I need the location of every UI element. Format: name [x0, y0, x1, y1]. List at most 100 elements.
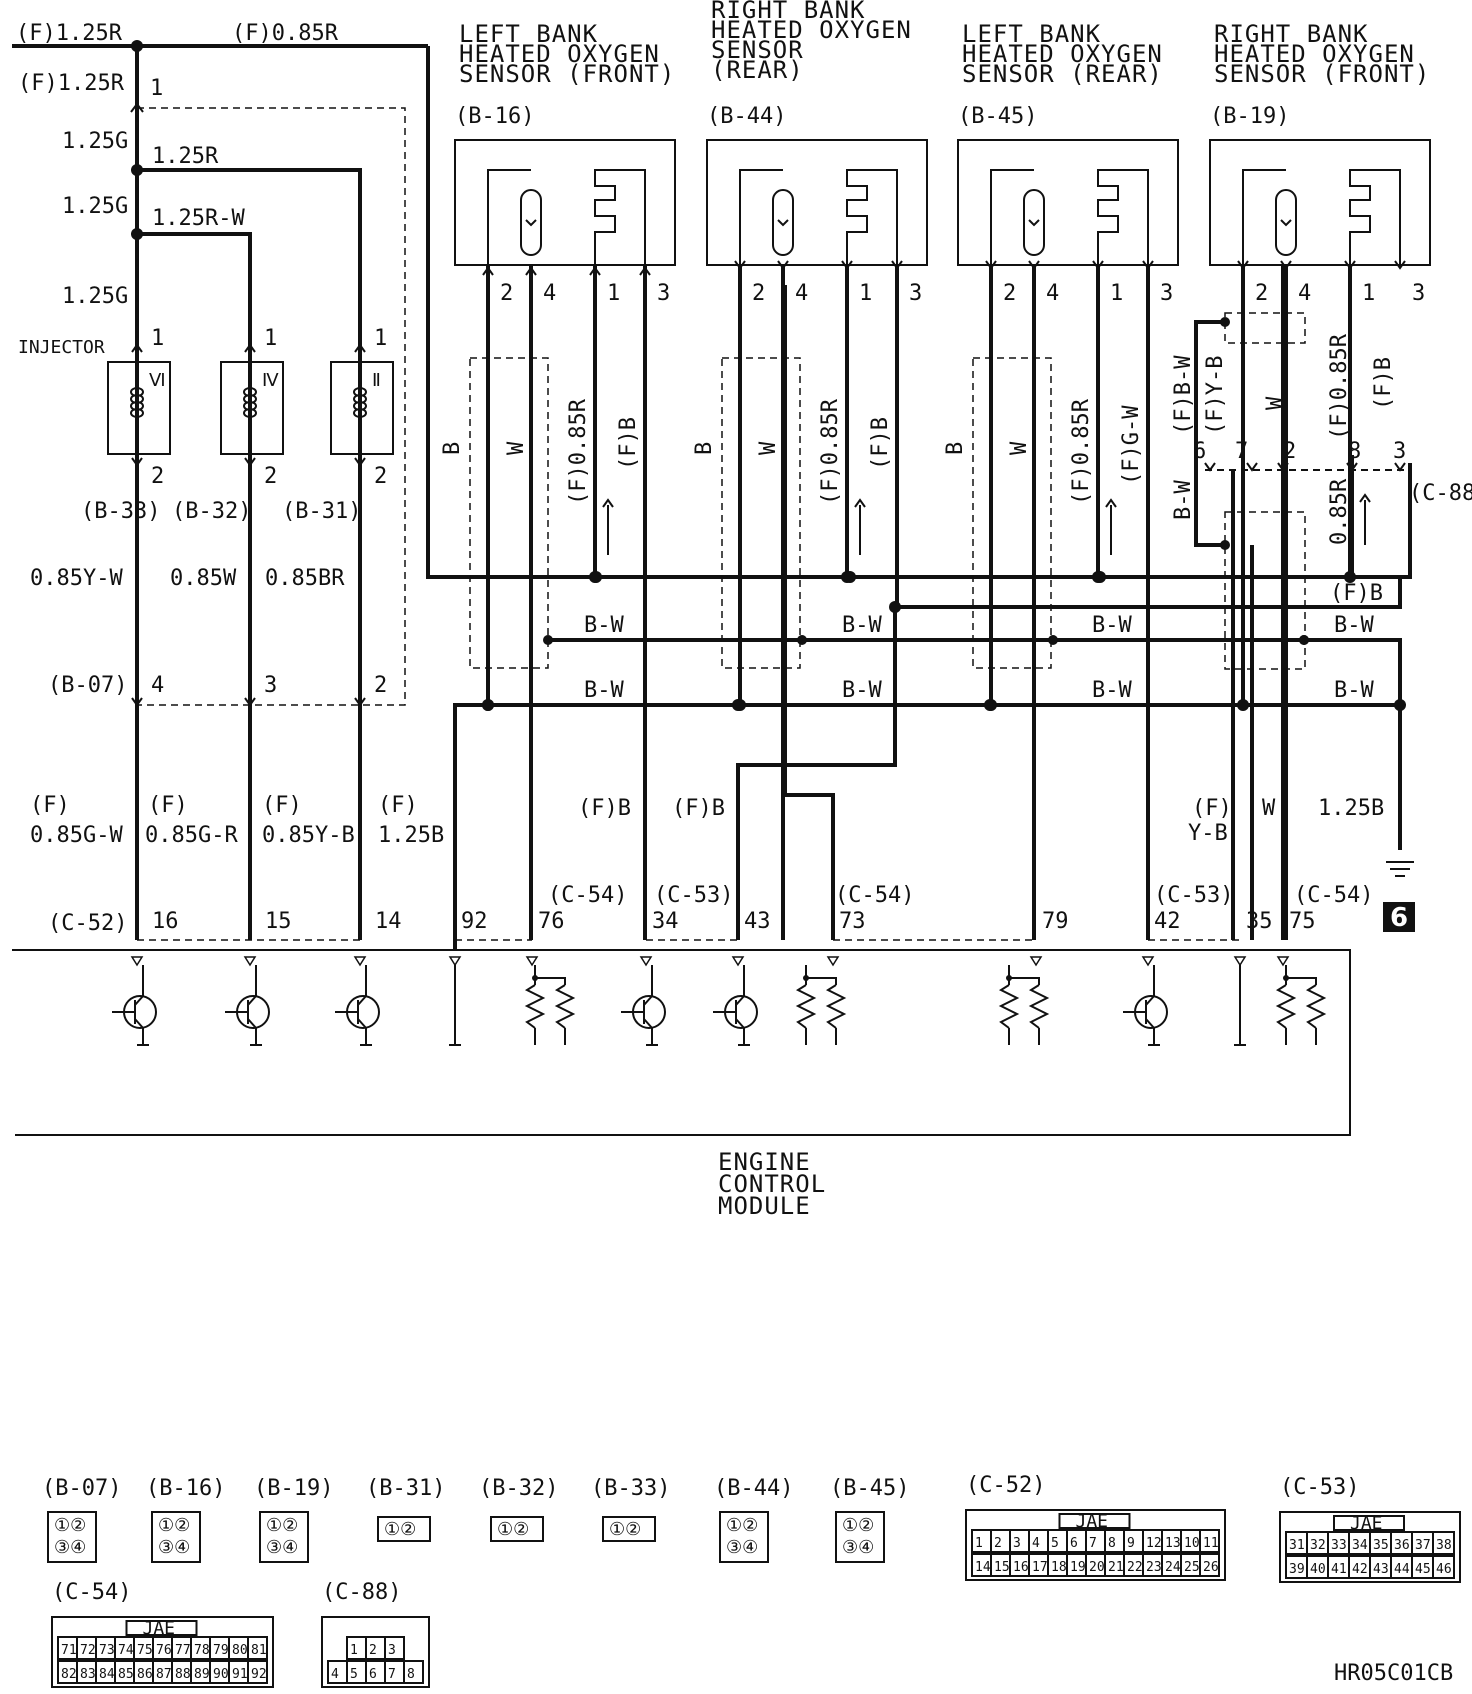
sensor-title-line: HEATED OXYGEN: [1214, 40, 1415, 68]
legend-cell: 20: [1089, 1560, 1105, 1575]
ground-line-icon: [1234, 965, 1246, 1046]
legend-cell: 72: [80, 1643, 96, 1658]
legend-b-33: (B-33) ①②: [591, 1476, 670, 1542]
sensor-connector: (B-19): [1210, 104, 1289, 129]
legend-cell: 16: [1013, 1560, 1029, 1575]
legend-pins: ①②: [609, 1519, 641, 1540]
ecm-conn-5: (C-54): [1294, 883, 1373, 908]
legend-cell: 87: [156, 1667, 172, 1682]
ecm-pin: 16: [152, 909, 179, 934]
legend-jae: JAE: [1350, 1513, 1383, 1534]
sensor-pin: 1: [607, 281, 620, 306]
ground-buses: B-W B-W B-W B-W B-W B-W B-W B-W (F)B 1.2…: [453, 285, 1415, 950]
legend-cell: 34: [1352, 1538, 1368, 1553]
ecm-label-1: ENGINE: [718, 1148, 811, 1176]
legend-cell: 2: [994, 1536, 1002, 1551]
legend-cell: 9: [1127, 1536, 1135, 1551]
transistor-icon: [621, 965, 666, 1046]
ecm-conn-4: (C-53): [1154, 883, 1233, 908]
legend-label: (B-33): [591, 1476, 670, 1501]
sensor-box: [957, 139, 1179, 266]
connector-b07: (B-07): [48, 673, 127, 698]
injector-pin-in: 1: [374, 326, 387, 351]
injector-wire: 0.85BR: [265, 566, 345, 591]
legend-cell: 84: [99, 1667, 115, 1682]
wire-r1: 1.25R: [152, 144, 219, 169]
legend-label: (C-54): [52, 1580, 131, 1605]
injector-pin-out: 2: [374, 464, 387, 489]
legend-label: (B-16): [146, 1476, 225, 1501]
sensor-pin: 2: [752, 281, 765, 306]
wire-label-fyb: (F)Y-B: [1203, 356, 1228, 435]
legend-cell: 1: [350, 1643, 358, 1658]
bus-bw-1d: B-W: [1334, 613, 1374, 638]
shield-outline: [721, 357, 801, 669]
wire-label-w: W: [756, 441, 781, 455]
legend-cell: 82: [61, 1667, 77, 1682]
wire-label-w: W: [1007, 441, 1032, 455]
legend-cell: 6: [369, 1667, 377, 1682]
legend-cell: 40: [1310, 1562, 1326, 1577]
legend-cell: 1: [975, 1536, 983, 1551]
legend-cell: 7: [1089, 1536, 1097, 1551]
sensor-pin: 3: [1412, 281, 1425, 306]
sensor-pin: 3: [1160, 281, 1173, 306]
c88-pin: 3: [1393, 439, 1406, 464]
sensor-pin: 2: [1003, 281, 1016, 306]
wire-label-r085: 0.85R: [1327, 478, 1352, 545]
legend-cell: 12: [1146, 1536, 1162, 1551]
legend-cell: 75: [137, 1643, 153, 1658]
sensor-box: [706, 139, 928, 266]
legend-cell: 81: [251, 1643, 267, 1658]
legend-cell: 80: [232, 1643, 248, 1658]
legend-cell: 90: [213, 1667, 229, 1682]
legend-cell: 74: [118, 1643, 134, 1658]
legend-cell: 33: [1331, 1538, 1347, 1553]
sensor-pin: 2: [1255, 281, 1268, 306]
legend-label: (C-53): [1280, 1475, 1359, 1500]
sensor-pin: 3: [657, 281, 670, 306]
legend-pins: ③④: [54, 1537, 86, 1558]
shield-outline: [469, 357, 549, 669]
sensor-connector: (B-44): [707, 104, 786, 129]
wire-label-fbw: (F)B-W: [1171, 355, 1196, 435]
legend-cell: 86: [137, 1667, 153, 1682]
sensor-connector: (B-45): [958, 104, 1037, 129]
resistor-icon: [998, 965, 1050, 1045]
wire-g3: 1.25G: [62, 284, 128, 309]
ecm-wire-a: (F): [30, 793, 70, 818]
legend-cell: 77: [175, 1643, 191, 1658]
wire-g2: 1.25G: [62, 194, 128, 219]
c88-pin: 2: [1283, 439, 1296, 464]
sensor-title-line: RIGHT BANK: [1214, 20, 1369, 48]
legend-pins: ①②: [266, 1515, 298, 1536]
injector-pin-in: 1: [151, 326, 164, 351]
injector-wire: 0.85Y-W: [30, 566, 123, 591]
sensor-title-line: SENSOR (FRONT): [1214, 60, 1430, 88]
legend-cell: 14: [975, 1560, 991, 1575]
ecm-pins: (C-52) (F) 1.25B (C-54) (C-53) (C-54) (C…: [48, 705, 1373, 967]
wire-label-fb: (F)B: [1371, 357, 1396, 410]
transistor-icon: [335, 965, 380, 1046]
legend-cell: 5: [1051, 1536, 1059, 1551]
legend-cell: 31: [1289, 1538, 1305, 1553]
legend-cell: 2: [369, 1643, 377, 1658]
sensor-pin: 4: [543, 281, 556, 306]
wire-label-b: B: [943, 442, 968, 455]
ecm-pin: 73: [839, 909, 866, 934]
legend-cell: 46: [1436, 1562, 1452, 1577]
legend-cell: 44: [1394, 1562, 1410, 1577]
branch-pin: 1: [150, 76, 163, 101]
injector-pin-in: 1: [264, 326, 277, 351]
c88-pin: 8: [1348, 439, 1361, 464]
wire-rw: 1.25R-W: [152, 206, 245, 231]
ecm-label-3: MODULE: [718, 1192, 811, 1220]
ground-wire-label: 1.25B: [1318, 796, 1384, 821]
ecm-transistors: [112, 965, 1327, 1046]
bus-bw-1a: B-W: [584, 613, 624, 638]
legend-cell: 19: [1070, 1560, 1086, 1575]
wire-label-2: (F)B: [868, 417, 893, 470]
sensor-wires: [972, 265, 1150, 940]
